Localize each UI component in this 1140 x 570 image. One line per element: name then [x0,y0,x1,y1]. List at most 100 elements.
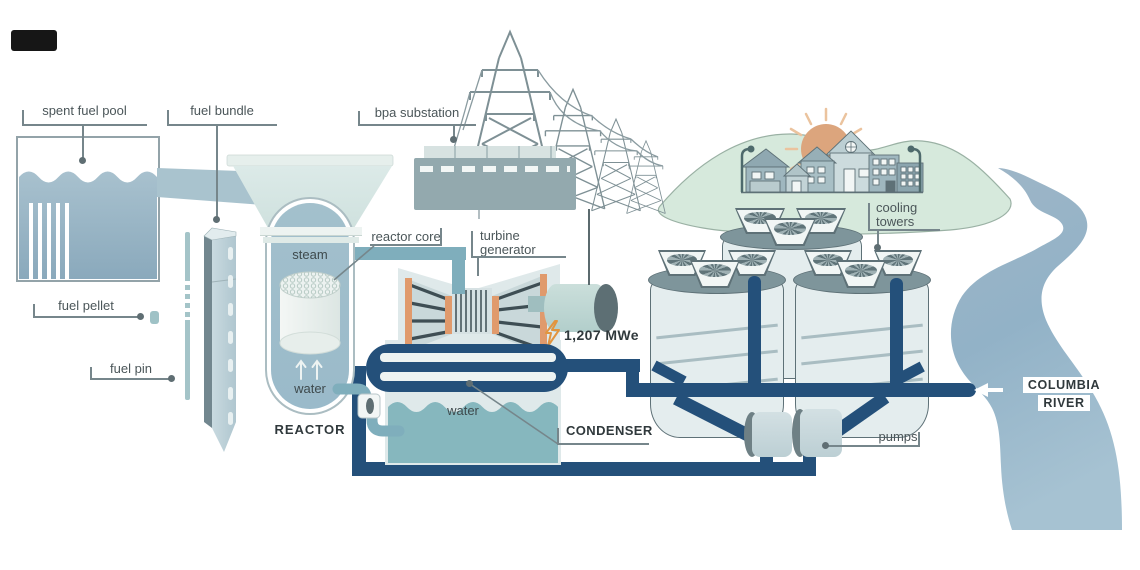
leader-dot [466,380,473,387]
label-condenser: CONDENSER [566,423,653,438]
label-reactor-core: reactor core [371,229,441,244]
turbine-rotor-left [405,278,452,352]
fan-icon [737,254,767,266]
power-output-label: 1,207 MWe [564,327,639,343]
generator-wire [588,209,590,285]
label-turbine-generator: turbine generator [480,228,570,258]
fan-icon [667,254,697,266]
river-arrow-icon [974,383,988,397]
fuel-rack [29,203,33,279]
bracket [918,432,920,447]
fuel-bundle [203,227,237,452]
fuel-rack [47,203,51,279]
label-turbine-line1: turbine [480,228,520,243]
fuel-rack [65,203,69,279]
bracket [33,304,35,318]
generator-neck [528,296,548,312]
reactor-title: REACTOR [274,422,346,437]
bracket [557,443,649,445]
containment-band [263,237,359,243]
dark-marker [11,30,57,51]
label-pumps: pumps [878,429,918,444]
label-bpa-substation: bpa substation [374,105,460,120]
label-cooling-line2: towers [876,214,915,230]
leader [82,126,84,159]
condenser-water-label: water [447,403,479,418]
condenser-tube [380,353,556,362]
containment-band [260,227,362,236]
pipe-condenser-outlet [560,359,640,372]
leader-dot [822,442,829,449]
fan-icon [744,212,776,224]
leader-dot [874,244,881,251]
leader-dot [79,157,86,164]
bracket [471,231,473,258]
pipe-return-bottom [352,462,816,476]
fan-icon [883,254,913,266]
bracket [167,124,277,126]
turbine-shaft [452,288,492,334]
label-river-line1: COLUMBIA [1022,377,1106,393]
spent-fuel-pool-water [19,171,157,279]
bpa-substation [424,146,556,158]
leader [877,231,879,245]
fuel-pin-dashes [184,276,191,320]
power-lines [453,69,664,219]
pipe-steam [344,247,466,260]
bracket [370,244,442,246]
bracket [358,124,476,126]
fan-icon [773,222,807,235]
fan-icon [805,212,837,224]
label-fuel-bundle: fuel bundle [190,103,254,118]
leader [216,126,218,217]
leader [90,378,172,380]
transmission-towers [453,31,666,219]
fan-icon [699,264,731,277]
bracket [868,203,870,231]
leader-dot [450,136,457,143]
river-arrow-shaft [987,388,1003,392]
label-turbine-line2: generator [480,242,536,258]
label-river-line2: RIVER [1038,395,1090,411]
pipe-elbow [626,359,639,391]
fuel-transfer-chute [157,168,263,205]
leader [453,126,455,138]
pump-body [800,409,842,457]
pipe-river-intake [626,383,976,397]
leader [826,445,920,447]
bracket [167,110,169,126]
label-cooling-towers: cooling towers [876,200,946,230]
bracket [440,228,442,246]
label-cooling-line1: cooling [876,200,918,215]
bracket [471,256,566,258]
generator-end-cap [594,284,618,332]
fuel-rack [56,203,60,279]
fan-icon [813,254,843,266]
fuel-pellet [150,311,159,324]
label-fuel-pellet: fuel pellet [58,298,114,313]
label-fuel-pin: fuel pin [110,361,152,376]
bracket [868,229,940,231]
steam-label: steam [292,247,328,262]
label-spent-fuel-pool: spent fuel pool [42,103,127,118]
pipe-steam-drop [452,247,465,294]
pump-body [752,412,792,457]
leader [477,258,479,276]
bracket [90,367,92,380]
lightning-bolt-icon [545,320,560,347]
bracket [557,428,559,445]
pipe-feedwater [332,383,405,437]
leader-dot [213,216,220,223]
fuel-rack [38,203,42,279]
pipe-tower-left [748,276,761,390]
fan-icon [845,264,877,277]
bpa-substation-vents [420,166,570,172]
street-lamp-icon [740,145,922,192]
leader [33,316,141,318]
reactor-water-label: water [294,381,326,396]
columbia-river [950,168,1122,530]
pipe-tower-right [890,278,903,390]
flow-arrows-icon [295,359,323,380]
leader-dot [168,375,175,382]
